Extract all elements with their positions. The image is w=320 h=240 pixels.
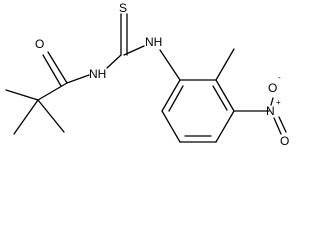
molecule-structure: O S NH NH N + O - O xyxy=(5,1,289,148)
bond-ring-5 xyxy=(161,110,181,143)
bond-carbonyl-double-b xyxy=(42,54,62,87)
bond-nh-thiocarbonyl xyxy=(106,54,122,69)
bond-nitro-oxygen-single xyxy=(270,97,274,106)
atom-label-nitrogen-aryl: NH xyxy=(145,35,162,49)
atom-label-oxygen-carbonyl: O xyxy=(35,37,44,51)
bond-aryl-methyl xyxy=(215,48,235,81)
bond-skeleton xyxy=(5,13,287,143)
atom-label-sulfur: S xyxy=(119,1,127,15)
bond-nitro-oxygen-double-a xyxy=(278,116,287,133)
bond-carbonyl-nh xyxy=(66,74,90,84)
bond-quaternary-carbonyl xyxy=(37,82,68,101)
bond-methyl-upper-left xyxy=(5,89,39,101)
atom-label-nitrogen-amide: NH xyxy=(89,67,106,81)
atom-charge-nitro-nitrogen: + xyxy=(276,98,281,107)
bond-nh-ring xyxy=(159,49,181,81)
bond-nitro-oxygen-double-b xyxy=(273,117,282,135)
bond-ring-2 xyxy=(215,79,235,112)
atom-label-nitro-oxygen-double: O xyxy=(280,134,289,148)
bond-thiocarbonyl-nh xyxy=(123,45,145,56)
bond-ring-inner-1 xyxy=(212,85,228,111)
atom-label-nitro-oxygen-single: O xyxy=(268,81,277,95)
atom-label-nitro-nitrogen: N xyxy=(266,104,275,118)
bond-ring-inner-3 xyxy=(168,85,184,112)
atom-charge-nitro-oxygen-single: - xyxy=(278,73,281,82)
bond-ring-6 xyxy=(161,79,181,112)
bond-methyl-lower-left xyxy=(13,99,39,135)
bond-ring-3 xyxy=(215,110,235,143)
bond-carbonyl-double-a xyxy=(47,51,68,84)
bond-methyl-lower-right xyxy=(37,99,65,133)
